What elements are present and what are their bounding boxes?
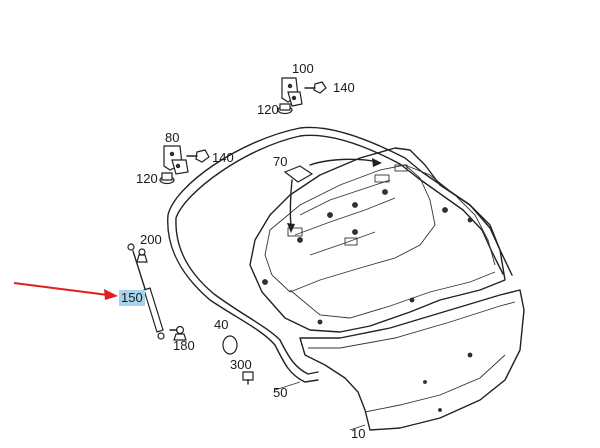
hinge-top [281, 77, 303, 107]
label-part-80: 80 [165, 130, 180, 145]
inner-tailgate-frame [249, 147, 506, 333]
leader-lines [274, 381, 366, 431]
hinge-left [163, 145, 189, 175]
label-part-150: 150 [119, 290, 145, 306]
label-part-120-left: 120 [136, 171, 158, 186]
ball-stud-200 [136, 248, 148, 263]
plug-40 [222, 335, 238, 355]
pointer-arrow [13, 282, 118, 300]
label-part-100: 100 [292, 61, 314, 76]
gas-strut [127, 243, 165, 340]
cover-plate-70 [283, 165, 314, 183]
bumper-120-left [159, 172, 175, 185]
label-part-120-top: 120 [257, 102, 279, 117]
label-part-140-left: 140 [212, 150, 234, 165]
clip-300 [242, 371, 254, 385]
label-part-140-top: 140 [333, 80, 355, 95]
label-part-300: 300 [230, 357, 252, 372]
label-part-40: 40 [214, 317, 229, 332]
label-part-50: 50 [273, 385, 288, 400]
label-part-70: 70 [273, 154, 288, 169]
door-seal [167, 126, 513, 383]
label-part-200: 200 [140, 232, 162, 247]
ball-stud-180 [169, 325, 187, 341]
label-part-180: 180 [173, 338, 195, 353]
bumper-120-top [277, 103, 293, 115]
bolt-140-top [304, 81, 327, 94]
bolt-140-left [186, 149, 210, 163]
outer-tailgate-skin [299, 289, 525, 431]
leader-arrows-70 [287, 158, 382, 233]
label-part-10: 10 [351, 426, 366, 441]
